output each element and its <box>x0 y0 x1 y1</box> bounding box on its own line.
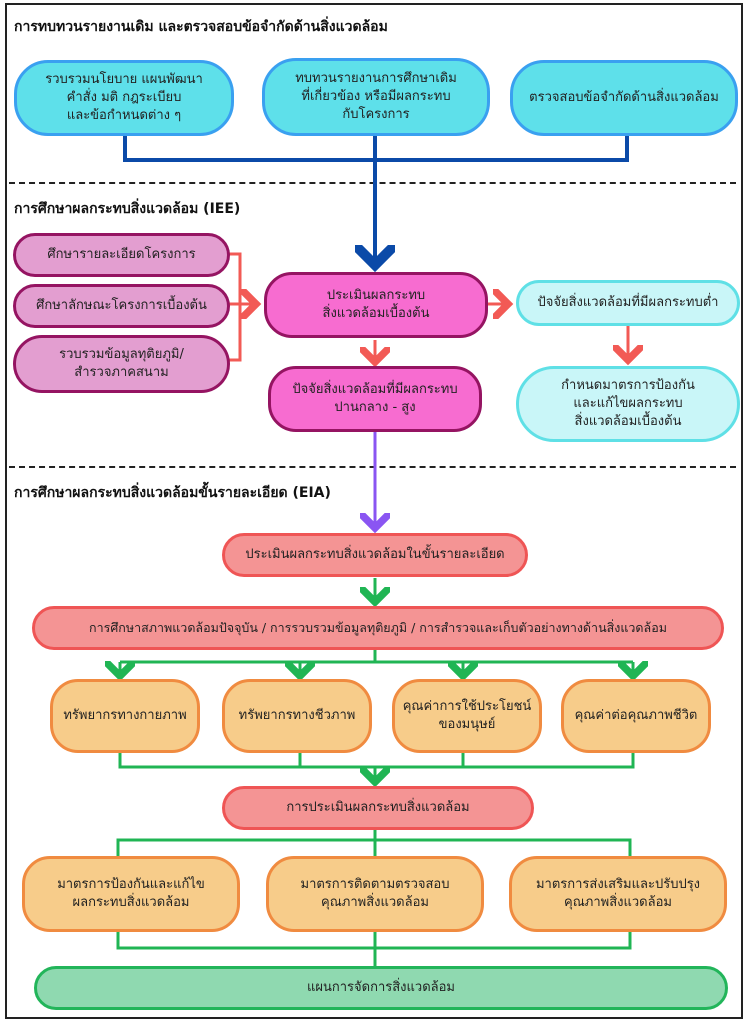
section-divider <box>9 466 736 468</box>
eia-management-plan-node[interactable]: แผนการจัดการสิ่งแวดล้อม <box>34 966 728 1010</box>
node-label: รวบรวมข้อมูลทุติยภูมิ/ สำรวจภาคสนาม <box>59 347 184 380</box>
eia-assess-node[interactable]: ประเมินผลกระทบสิ่งแวดล้อมในขั้นรายละเอีย… <box>222 533 528 577</box>
review-node-env-constraints[interactable]: ตรวจสอบข้อจำกัดด้านสิ่งแวดล้อม <box>510 60 738 136</box>
node-label: คุณค่าการใช้ประโยชน์ ของมนุษย์ <box>402 699 532 732</box>
node-label: มาตรการส่งเสริมและปรับปรุง คุณภาพสิ่งแวด… <box>535 877 701 910</box>
section-divider <box>9 182 736 184</box>
eia-measure-monitoring[interactable]: มาตรการติดตามตรวจสอบ คุณภาพสิ่งแวดล้อม <box>266 856 484 932</box>
eia-study-node[interactable]: การศึกษาสภาพแวดล้อมปัจจุบัน / การรวบรวมข… <box>32 606 724 650</box>
node-label: ทบทวนรายงานการศึกษาเดิม ที่เกี่ยวข้อง หร… <box>295 71 457 122</box>
node-label: คุณค่าต่อคุณภาพชีวิต <box>574 708 698 723</box>
section-title-eia: การศึกษาผลกระทบสิ่งแวดล้อมขั้นรายละเอียด… <box>14 485 331 501</box>
iee-low-impact-node[interactable]: ปัจจัยสิ่งแวดล้อมที่มีผลกระทบต่ำ <box>516 280 740 326</box>
node-label: แผนการจัดการสิ่งแวดล้อม <box>307 980 455 995</box>
section-title-iee: การศึกษาผลกระทบสิ่งแวดล้อม (IEE) <box>14 201 241 217</box>
node-label: มาตรการติดตามตรวจสอบ คุณภาพสิ่งแวดล้อม <box>300 877 450 910</box>
iee-input-data-survey[interactable]: รวบรวมข้อมูลทุติยภูมิ/ สำรวจภาคสนาม <box>13 335 230 393</box>
eia-resource-biological[interactable]: ทรัพยากรทางชีวภาพ <box>222 679 372 753</box>
eia-resource-physical[interactable]: ทรัพยากรทางกายภาพ <box>50 679 200 753</box>
node-label: กำหนดมาตรการป้องกัน และแก้ไขผลกระทบ สิ่ง… <box>561 378 695 429</box>
eia-impact-node[interactable]: การประเมินผลกระทบสิ่งแวดล้อม <box>222 786 534 830</box>
node-label: การประเมินผลกระทบสิ่งแวดล้อม <box>286 800 470 815</box>
iee-low-measures-node[interactable]: กำหนดมาตรการป้องกัน และแก้ไขผลกระทบ สิ่ง… <box>516 366 740 442</box>
node-label: ประเมินผลกระทบ สิ่งแวดล้อมเบื้องต้น <box>322 288 430 321</box>
iee-input-merge-line <box>228 252 242 362</box>
node-label: ปัจจัยสิ่งแวดล้อมที่มีผลกระทบต่ำ <box>537 295 719 310</box>
iee-connector <box>228 252 628 362</box>
node-label: ประเมินผลกระทบสิ่งแวดล้อมในขั้นรายละเอีย… <box>245 547 505 562</box>
eia-measure-prevention[interactable]: มาตรการป้องกันและแก้ไข ผลกระทบสิ่งแวดล้อ… <box>22 856 240 932</box>
review-node-past-reports[interactable]: ทบทวนรายงานการศึกษาเดิม ที่เกี่ยวข้อง หร… <box>262 58 490 136</box>
eia-measure-promotion[interactable]: มาตรการส่งเสริมและปรับปรุง คุณภาพสิ่งแวด… <box>509 856 727 932</box>
iee-assess-node[interactable]: ประเมินผลกระทบ สิ่งแวดล้อมเบื้องต้น <box>264 272 488 338</box>
node-label: การศึกษาสภาพแวดล้อมปัจจุบัน / การรวบรวมข… <box>89 620 667 635</box>
node-label: รวบรวมนโยบาย แผนพัฒนา คำสั่ง มติ กฎระเบี… <box>45 72 203 123</box>
review-node-policies[interactable]: รวบรวมนโยบาย แผนพัฒนา คำสั่ง มติ กฎระเบี… <box>14 60 234 136</box>
node-label: ตรวจสอบข้อจำกัดด้านสิ่งแวดล้อม <box>529 90 719 105</box>
eia-resource-human-use[interactable]: คุณค่าการใช้ประโยชน์ ของมนุษย์ <box>392 679 542 753</box>
eia-connector <box>118 578 633 966</box>
iee-input-project-details[interactable]: ศึกษารายละเอียดโครงการ <box>13 233 230 277</box>
node-label: ศึกษารายละเอียดโครงการ <box>47 247 196 262</box>
resources-merge-line <box>118 752 635 769</box>
review-connector <box>123 134 629 265</box>
iee-high-impact-node[interactable]: ปัจจัยสิ่งแวดล้อมที่มีผลกระทบ ปานกลาง - … <box>268 366 482 432</box>
node-label: ทรัพยากรทางกายภาพ <box>63 708 187 723</box>
eia-resource-quality-of-life[interactable]: คุณค่าต่อคุณภาพชีวิต <box>561 679 711 753</box>
section-title-review: การทบทวนรายงานเดิม และตรวจสอบข้อจำกัดด้า… <box>14 19 388 35</box>
iee-input-project-characteristics[interactable]: ศึกษาลักษณะโครงการเบื้องต้น <box>13 284 230 328</box>
node-label: ทรัพยากรทางชีวภาพ <box>238 708 356 723</box>
node-label: มาตรการป้องกันและแก้ไข ผลกระทบสิ่งแวดล้อ… <box>57 877 205 910</box>
node-label: ปัจจัยสิ่งแวดล้อมที่มีผลกระทบ ปานกลาง - … <box>292 382 458 415</box>
node-label: ศึกษาลักษณะโครงการเบื้องต้น <box>36 298 207 313</box>
